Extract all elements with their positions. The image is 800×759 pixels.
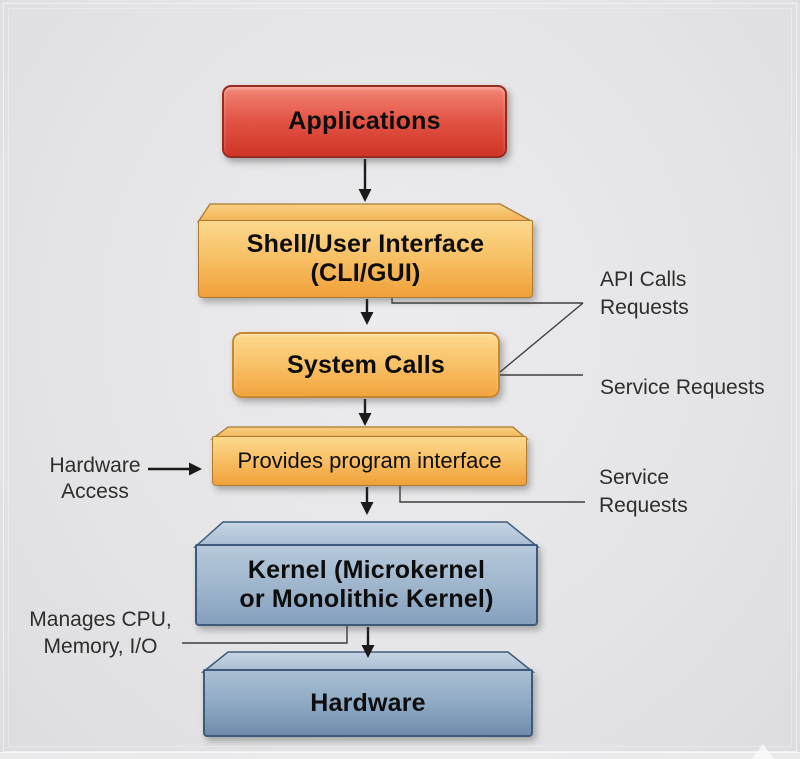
node-provides-interface-label: Provides program interface (237, 448, 502, 473)
node-shell-label-line1: Shell/User Interface (246, 230, 485, 258)
annotation-api-calls-line2: Requests (600, 296, 689, 319)
annotation-api-calls: API Calls Requests (600, 266, 800, 322)
annotation-service-requests-lower: Service Requests (599, 464, 759, 520)
annotation-service-requests-upper: Service Requests (600, 374, 800, 402)
connector-provides-service-requests (399, 485, 585, 503)
shell-top-face (196, 203, 534, 223)
node-applications-box: Applications (222, 85, 507, 158)
annotation-service-requests-upper-text: Service Requests (600, 376, 765, 399)
node-hardware-box: Hardware (203, 669, 533, 737)
annotation-manages-line1: Manages CPU, (29, 608, 172, 631)
annotation-api-calls-line1: API Calls (600, 268, 687, 291)
connector-system-calls-api-calls (499, 302, 584, 373)
bottom-edge-strip (0, 752, 800, 759)
node-kernel-label-line2: or Monolithic Kernel) (239, 585, 494, 613)
node-applications-label: Applications (288, 107, 441, 135)
connector-shell-api-calls (391, 296, 583, 304)
annotation-manages-line2: Memory, I/O (43, 635, 158, 658)
annotation-hardware-access-line2: Access (61, 480, 129, 503)
kernel-top-face (193, 521, 541, 548)
watermark-triangle-icon (751, 744, 775, 759)
annotation-service-requests-lower-line2: Requests (599, 494, 688, 517)
connector-kernel-manages (182, 625, 348, 644)
annotation-hardware-access-line1: Hardware (49, 454, 141, 477)
node-shell-box: Shell/User Interface (CLI/GUI) (198, 220, 533, 298)
node-kernel-label-line1: Kernel (Microkernel (247, 556, 486, 584)
node-system-calls-box: System Calls (232, 332, 500, 398)
node-system-calls-label: System Calls (286, 350, 446, 379)
annotation-service-requests-lower-line1: Service (599, 466, 670, 489)
annotation-manages-resources: Manages CPU, Memory, I/O (18, 606, 183, 660)
node-kernel-box: Kernel (Microkernel or Monolithic Kernel… (195, 544, 538, 626)
annotation-hardware-access: Hardware Access (25, 453, 165, 505)
node-hardware-label: Hardware (310, 688, 426, 717)
hardware-top-face (200, 651, 536, 673)
node-provides-interface-box: Provides program interface (212, 436, 527, 486)
node-shell-label-line2: (CLI/GUI) (310, 259, 421, 287)
